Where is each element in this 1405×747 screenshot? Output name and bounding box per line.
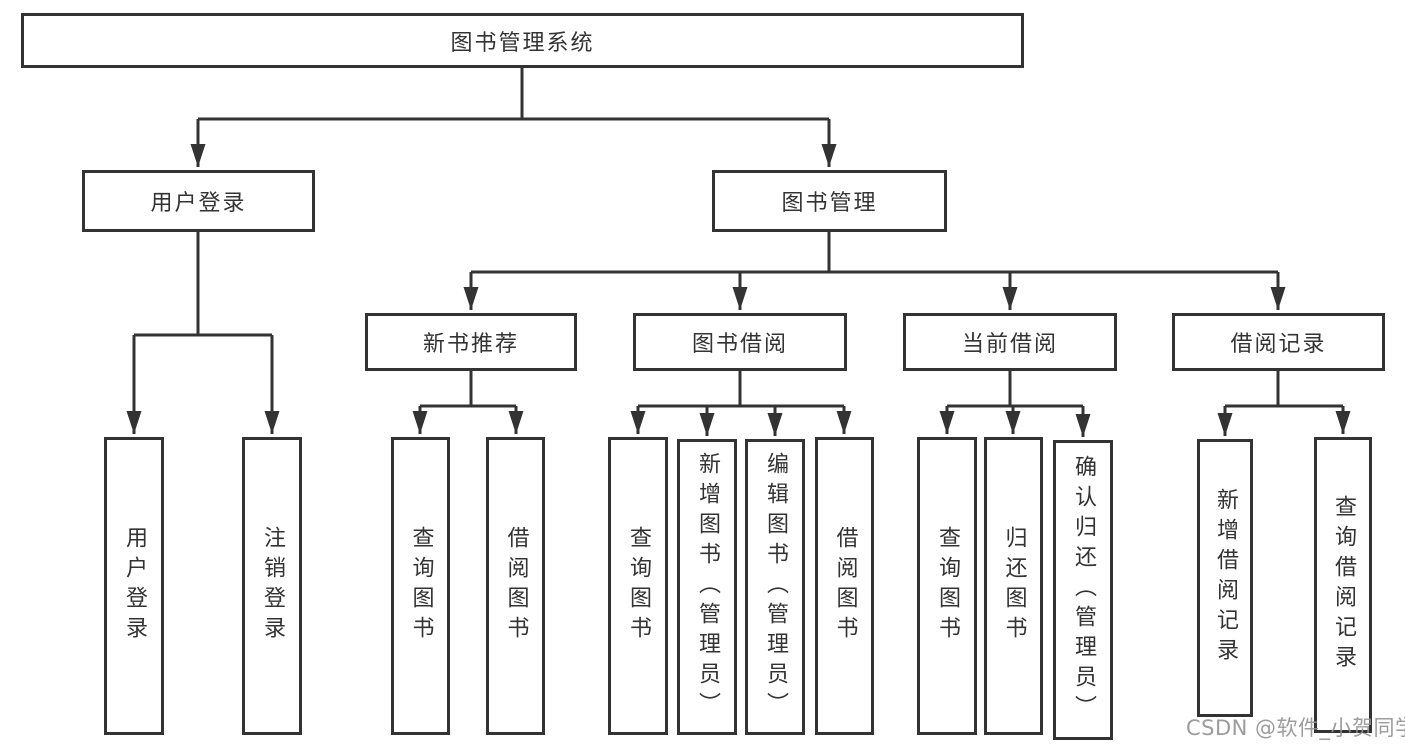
leaf-add-borrow-record: 新增借阅记录 [1197,439,1253,717]
leaf-confirm-return-admin: 确认归还（管理员） [1053,440,1113,740]
leaf-user-login: 用户登录 [104,437,164,735]
leaf-query-books-borrow: 查询图书 [608,437,668,735]
node-current-borrow: 当前借阅 [903,313,1117,371]
leaf-add-books-admin: 新增图书（管理员） [677,439,737,735]
leaf-borrow-books: 借阅图书 [815,437,874,735]
leaf-query-books-recommend: 查询图书 [391,437,450,735]
node-new-book-recommend: 新书推荐 [365,313,577,371]
trunk-user-login [134,232,272,337]
node-borrow-records: 借阅记录 [1172,313,1385,371]
trunk-book-mgmt [471,232,1278,274]
leaf-query-borrow-record: 查询借阅记录 [1314,437,1372,733]
trunk-borrow-record [1225,371,1343,408]
trunk-book-borrow [638,371,844,408]
leaf-return-books: 归还图书 [984,437,1043,735]
node-root-title: 图书管理系统 [21,13,1024,68]
trunk-new-book [420,371,516,408]
trunk-root [198,68,829,121]
leaf-edit-books-admin: 编辑图书（管理员） [745,439,805,735]
node-user-login: 用户登录 [82,170,315,232]
trunk-current-borrow [947,371,1083,408]
leaf-borrow-books-recommend: 借阅图书 [486,437,545,735]
node-book-borrow: 图书借阅 [633,313,847,371]
watermark: CSDN @软件_小贺同学 [1186,716,1405,740]
leaf-logout: 注销登录 [242,437,302,735]
node-book-management: 图书管理 [712,170,947,232]
leaf-query-books-current: 查询图书 [917,437,977,735]
